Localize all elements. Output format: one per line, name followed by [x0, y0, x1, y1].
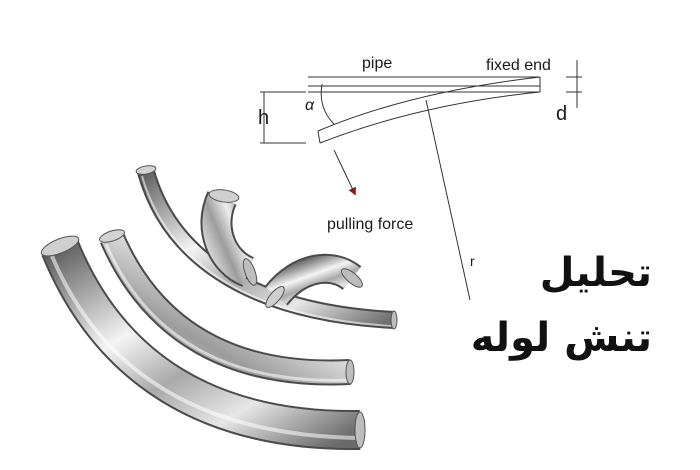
bent-pipe-end [317, 130, 321, 144]
pipe-bend-medium [99, 229, 355, 386]
title-persian-line-1: تحلیل [539, 250, 652, 296]
r-label: r [470, 253, 475, 269]
h-label: h [258, 107, 269, 129]
alpha-angle-arc [320, 83, 335, 125]
pipe-bends-group [40, 165, 398, 451]
pipe-elbow-small [200, 189, 258, 287]
pulling-force-label: pulling force [327, 216, 413, 233]
alpha-label: α [305, 97, 315, 114]
bending-diagram [260, 60, 582, 301]
pipe-bend-large [40, 235, 366, 451]
pulling-force-arrow [333, 149, 356, 196]
radius-line [425, 99, 471, 301]
bent-pipe-upper-wall [317, 76, 541, 132]
pipe-elbow-flat [264, 253, 363, 308]
pipe-label: pipe [362, 55, 392, 72]
d-label: d [556, 103, 567, 125]
title-persian-line-2: تنش لوله [470, 315, 652, 361]
diagram-labels: pipe fixed end α h d r pulling force [258, 55, 567, 269]
fixed-end-label: fixed end [486, 57, 551, 74]
bent-pipe-lower-wall [319, 91, 541, 144]
